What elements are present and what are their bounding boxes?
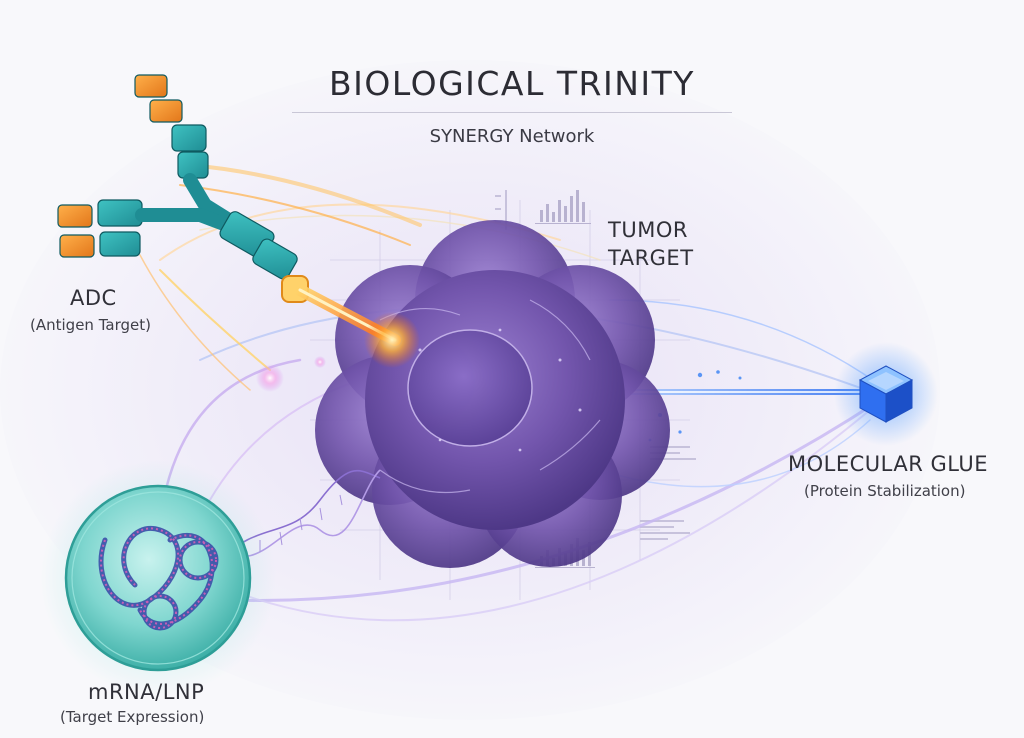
spark: [314, 356, 326, 368]
adc-sublabel: (Antigen Target): [30, 316, 151, 334]
adc-antibody: [57, 74, 309, 303]
molecular-glue-cube: [834, 342, 938, 446]
diagram-subtitle: SYNERGY Network: [429, 126, 595, 147]
adc-payload-beam: [294, 284, 420, 368]
tumor-nucleus: [407, 329, 533, 447]
glue-sublabel: (Protein Stabilization): [804, 482, 966, 500]
adc-energy-streaks: [139, 163, 422, 391]
glue-label: MOLECULAR GLUE: [788, 452, 989, 476]
tumor-cell: [315, 220, 670, 568]
mini-bar-chart-top: [535, 190, 591, 224]
adc-label: ADC: [70, 286, 117, 310]
tumor-label-line1: TUMOR: [608, 218, 688, 242]
mrna-lnp-particle: [40, 460, 276, 696]
title-divider: [292, 112, 732, 113]
mrna-sublabel: (Target Expression): [60, 708, 205, 726]
spark: [256, 364, 284, 392]
diagram-title: BIOLOGICAL TRINITY: [329, 64, 695, 103]
tumor-label-line2: TARGET: [608, 246, 694, 270]
mrna-label: mRNA/LNP: [88, 680, 205, 704]
